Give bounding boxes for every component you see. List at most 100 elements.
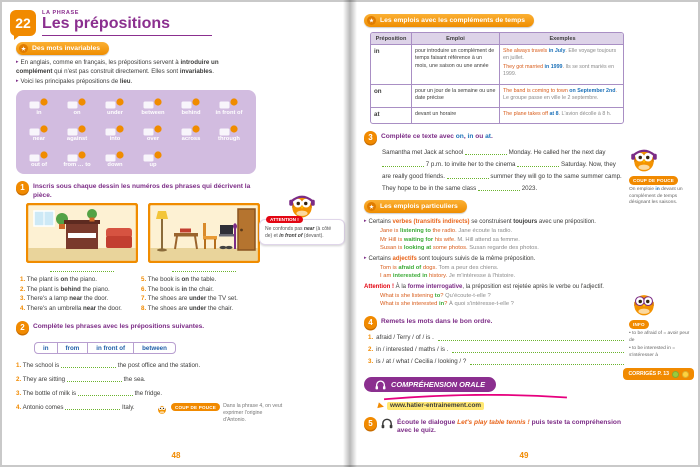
sentence-item: 2. The plant is behind the piano. (20, 285, 110, 293)
preposition-item: across (172, 124, 210, 143)
ball-and-box-icon (29, 151, 48, 162)
coup-de-pouce-text: On emploie in devant un complément de te… (629, 187, 683, 206)
exercise-3-text: Samantha met Jack at school Monday. He c… (382, 148, 622, 193)
ball-and-box-icon (29, 124, 48, 136)
section-header-label: Des mots invariables (32, 45, 100, 53)
example-sentence: I am interested in history. Je m'intéres… (380, 273, 516, 280)
star-icon (367, 202, 376, 212)
ball-and-box-icon (67, 98, 86, 109)
exercise-2-items: 1. The school is the post office and the… (16, 361, 256, 413)
table-cell-emploi: devant un horaire (411, 106, 499, 123)
word-bank-item: from (56, 343, 88, 354)
website-url: www.hatier-entrainement.com (387, 401, 485, 410)
room-illustration-door (148, 203, 260, 273)
attention-badge: ATTENTION ! (266, 216, 303, 223)
star-icon (367, 16, 376, 25)
preposition-item: up (134, 150, 172, 169)
sentence-item: 3. There's a lamp near the door. (20, 295, 109, 303)
fill-in-sentence: 1. The school is the post office and the… (16, 361, 201, 369)
exercise-5-header: 5 Écoute le dialogue Let's play table te… (364, 416, 624, 436)
website-line: www.hatier-entrainement.com (377, 401, 624, 410)
smiley-icon (672, 370, 679, 378)
sentence-item: 8. The shoes are under the chair. (141, 305, 234, 313)
intro-line-2: ▸Voici les principales prépositions de l… (16, 78, 133, 86)
table-cell-prep: in (371, 44, 411, 84)
headphones-icon (381, 418, 393, 429)
answer-blank (172, 265, 236, 273)
sentence-item: 5. The book is on the table. (141, 276, 217, 284)
swoosh-underline (383, 393, 567, 400)
table-header-preposition: Préposition (371, 33, 411, 44)
cursor-icon (377, 402, 385, 410)
preposition-item: in (20, 97, 58, 116)
answer-blank (66, 375, 122, 382)
ball-and-box-icon (67, 151, 86, 162)
ball-and-box-icon (29, 98, 48, 109)
table-cell-emploi: pour un jour de la semaine ou une date p… (411, 83, 499, 107)
exercise-1-header: 1 Inscris sous chaque dessin les numéros… (16, 181, 256, 200)
exercise-5-number: 5 (364, 416, 377, 430)
sentence-list: 1. The plant is on the piano. 2. The pla… (20, 275, 256, 313)
exercise-3-number: 3 (364, 130, 377, 144)
coup-de-pouce-tag: COUP DE POUCE (629, 176, 679, 186)
room-illustrations (26, 203, 260, 273)
info-line-1: • to be afraid of = avoir peur de (629, 331, 690, 343)
sentence-item: 4. There's an umbrella near the door. (20, 305, 122, 313)
table-cell-examples: She always travels in July. Elle voyage … (499, 44, 623, 84)
comprehension-orale-label: COMPRÉHENSION ORALE (391, 380, 486, 390)
preposition-item: through (210, 124, 248, 143)
ball-and-box-icon (67, 124, 86, 136)
section-header-label: Les emplois particuliers (380, 203, 458, 211)
title-underline (42, 34, 212, 37)
ball-and-box-icon (143, 124, 162, 136)
fill-in-sentence: 2. They are sitting the sea. (16, 375, 146, 383)
exercise-4-number: 4 (364, 316, 377, 330)
ball-and-box-icon (143, 151, 162, 162)
ball-and-box-icon (219, 98, 238, 109)
reorder-item: 1.afraid / Terry / of / is . (368, 334, 624, 342)
reorder-item: 3.is / at / what / Cecilia / looking / ? (368, 358, 624, 366)
section-header-mots-invariables: Des mots invariables (16, 42, 109, 56)
ball-and-box-icon (105, 124, 124, 136)
preposition-item: over (134, 124, 172, 143)
answer-blank (464, 148, 507, 155)
coup-de-pouce-tag: COUP DE POUCE (171, 403, 221, 412)
example-sentence: What is she interested in? À quoi s'inté… (380, 301, 514, 308)
intro-line-1: ▸En anglais, comme en français, les prép… (16, 59, 219, 76)
answer-blank (446, 172, 489, 180)
section-header-label: Les emplois avec les compléments de temp… (380, 17, 526, 24)
room-scene-door (148, 203, 260, 264)
table-header-emploi: Emploi (411, 33, 499, 44)
info-tag: INFO (629, 320, 649, 330)
owl-glasses-icon (634, 295, 654, 316)
answer-blank (77, 389, 133, 397)
ball-and-box-icon (105, 151, 124, 162)
sentence-item: 1. The plant is on the piano. (20, 276, 97, 284)
fill-in-sentence: 4. Antonio comes Italy. (16, 404, 135, 412)
reorder-item: 2.in / interested / maths / is . (368, 346, 624, 354)
answer-blank (452, 346, 624, 354)
attention-note: ATTENTION ! Ne confonds pas near (à côté… (256, 190, 348, 245)
headphones-icon (375, 380, 386, 390)
example-sentence: Tom is afraid of dogs. Tom a peur des ch… (380, 264, 499, 271)
example-sentence: The plane takes off at 8. L'avion décoll… (503, 110, 612, 117)
section-header-emplois-particuliers: Les emplois particuliers (364, 200, 467, 214)
verb-examples: Jane is listening to the radio. Jane éco… (364, 228, 624, 253)
answer-blank (382, 160, 424, 168)
lesson-header: 22 LA PHRASE Les prépositions (2, 2, 350, 40)
ball-and-box-icon (143, 98, 162, 109)
exercise-4-header: 4 Remets les mots dans le bon ordre. (364, 316, 624, 330)
preposition-item: under (96, 97, 134, 116)
info-line-2: • to be interested in = s'intéresser à (629, 346, 676, 359)
preposition-item: on (58, 97, 96, 116)
rule-adjectives: ▸Certains adjectifs sont toujours suivis… (364, 255, 536, 263)
exercise-3-instruction: Complète ce texte avec on, in ou at. (381, 132, 493, 140)
rule-verbs: ▸Certains verbes (transitifs indirects) … (364, 218, 596, 226)
adjective-examples: Tom is afraid of dogs. Tom a peur des ch… (364, 265, 624, 282)
word-bank-item: in front of (87, 343, 133, 354)
answer-blank (437, 334, 624, 342)
room-illustration-piano (26, 203, 138, 273)
answer-blank (50, 265, 114, 273)
interrogative-examples: What is she listening to? Qu'écoute-t-el… (364, 293, 624, 310)
